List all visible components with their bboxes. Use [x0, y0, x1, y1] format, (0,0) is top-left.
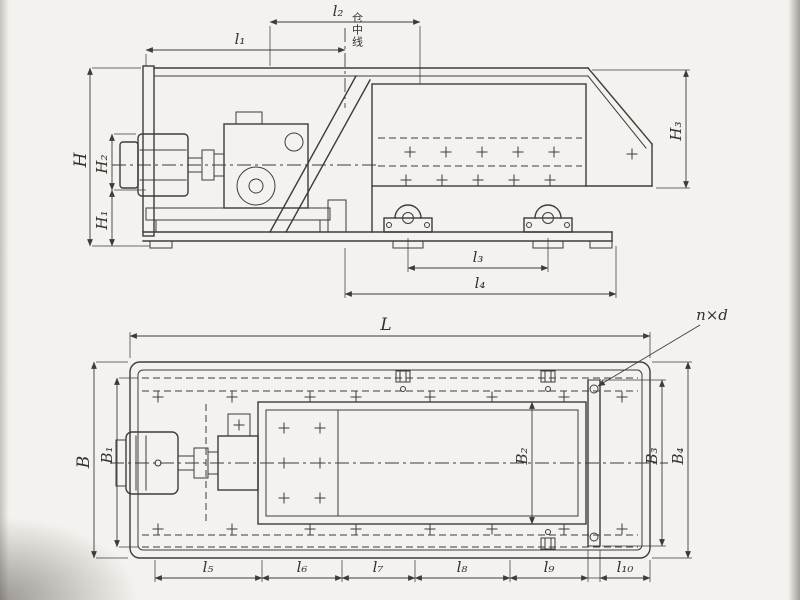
rivet-mark — [472, 174, 484, 186]
dim-label-l9: l₉ — [544, 558, 555, 576]
gearbox-lug — [235, 111, 263, 125]
dim-label-H2: H₂ — [93, 154, 111, 174]
rivet-mark — [440, 146, 452, 158]
dim-label-l2: l₂ — [333, 2, 344, 20]
bolt-hole — [589, 384, 599, 394]
side-trough-body — [371, 83, 638, 233]
clamp-bolt — [540, 370, 556, 383]
dim-label-B4: B₄ — [669, 447, 687, 465]
rivet-mark — [626, 148, 638, 160]
leader-line — [597, 324, 701, 387]
dim-label-l4: l₄ — [475, 274, 486, 292]
rivet-mark — [436, 174, 448, 186]
dim-label-B: B — [74, 456, 94, 470]
dim-label-l10: l₁₀ — [617, 558, 634, 576]
dim-label-l8: l₈ — [457, 558, 468, 576]
bolt-hole — [589, 532, 599, 542]
rivet-mark — [404, 146, 416, 158]
scan-shadow-right — [788, 0, 800, 600]
dim-label-l6: l₆ — [297, 558, 308, 576]
dim-label-l7: l₇ — [373, 558, 384, 576]
dim-label-H: H — [71, 151, 91, 168]
scan-smudge-bottom-left — [0, 510, 150, 600]
dim-label-B2: B₂ — [513, 447, 531, 465]
plan-view: L n×d B B₁ B₂ B₃ B₄ — [74, 306, 728, 582]
centerline-note: 仓中线 — [351, 11, 364, 48]
rivet-mark — [508, 174, 520, 186]
side-elevation-view: l₂ l₁ 仓中线 H H₂ H₁ H₃ — [71, 2, 690, 298]
rivet-mark — [400, 174, 412, 186]
rivet-mark — [476, 146, 488, 158]
gearbox-lug — [227, 413, 251, 437]
dim-label-H3: H₃ — [667, 121, 685, 141]
side-pedestal-bearings — [383, 204, 573, 233]
side-machine-frame — [142, 65, 653, 249]
rivet-mark — [548, 146, 560, 158]
rivet-mark — [544, 174, 556, 186]
dim-label-l5: l₅ — [203, 558, 214, 576]
motor-base — [145, 207, 331, 221]
dim-label-L: L — [379, 315, 391, 335]
scan-shadow-left — [0, 0, 9, 600]
dim-label-B3: B₃ — [643, 447, 661, 465]
rivet-mark — [512, 146, 524, 158]
side-drive-motor-assembly — [112, 111, 380, 233]
plan-clamps — [395, 370, 556, 550]
gearbox — [223, 123, 309, 209]
dim-label-l3: l₃ — [473, 248, 484, 266]
clamp-bolt — [395, 370, 411, 383]
pedestal-bearing — [383, 204, 433, 233]
dim-label-l1: l₁ — [235, 30, 246, 48]
dim-label-H1: H₁ — [93, 210, 111, 230]
dim-label-B1: B₁ — [98, 446, 116, 464]
plan-dimensions: L n×d B B₁ B₂ B₃ B₄ — [74, 306, 728, 582]
hole-callout-nxd: n×d — [696, 306, 728, 324]
plan-drive-motor-assembly — [115, 413, 259, 495]
clamp-bolt — [540, 537, 556, 550]
side-dimensions: l₂ l₁ 仓中线 H H₂ H₁ H₃ — [71, 2, 690, 298]
pedestal-bearing — [523, 204, 573, 233]
